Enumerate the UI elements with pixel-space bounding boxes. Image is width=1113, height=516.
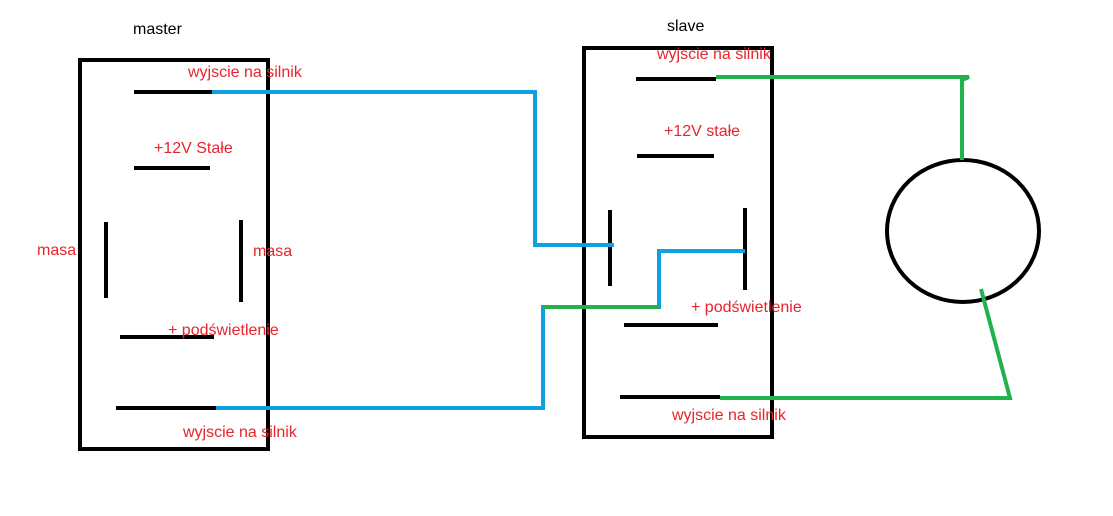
green-wire-slave-to-motor-top: [716, 75, 970, 160]
slave-label-motor-top: wyjscie na silnik: [656, 46, 772, 63]
master-label-motor-top: wyjscie na silnik: [187, 64, 303, 81]
master-title: master: [133, 21, 183, 38]
slave-switch-body: [582, 46, 774, 439]
blue-wire-motor-bottom-to-slave: [216, 249, 745, 410]
green-wire-slave-to-motor-bottom: [720, 288, 1013, 400]
master-switch-body: [78, 58, 270, 451]
motor-circle: [885, 158, 1041, 304]
slave-title: slave: [667, 18, 704, 35]
master-label-ground-left: masa: [37, 242, 76, 259]
slave-label-12v: +12V stałe: [664, 123, 740, 140]
master-label-ground-right: masa: [253, 243, 292, 260]
master-label-motor-bottom: wyjscie na silnik: [182, 424, 298, 441]
blue-wire-motor-top-to-slave: [212, 90, 614, 247]
slave-label-motor-bottom: wyjscie na silnik: [671, 407, 787, 424]
master-label-12v: +12V Stałe: [154, 140, 233, 157]
slave-label-backlight: + podświetlenie: [691, 299, 802, 316]
master-label-backlight: + podświetlenie: [168, 322, 279, 339]
